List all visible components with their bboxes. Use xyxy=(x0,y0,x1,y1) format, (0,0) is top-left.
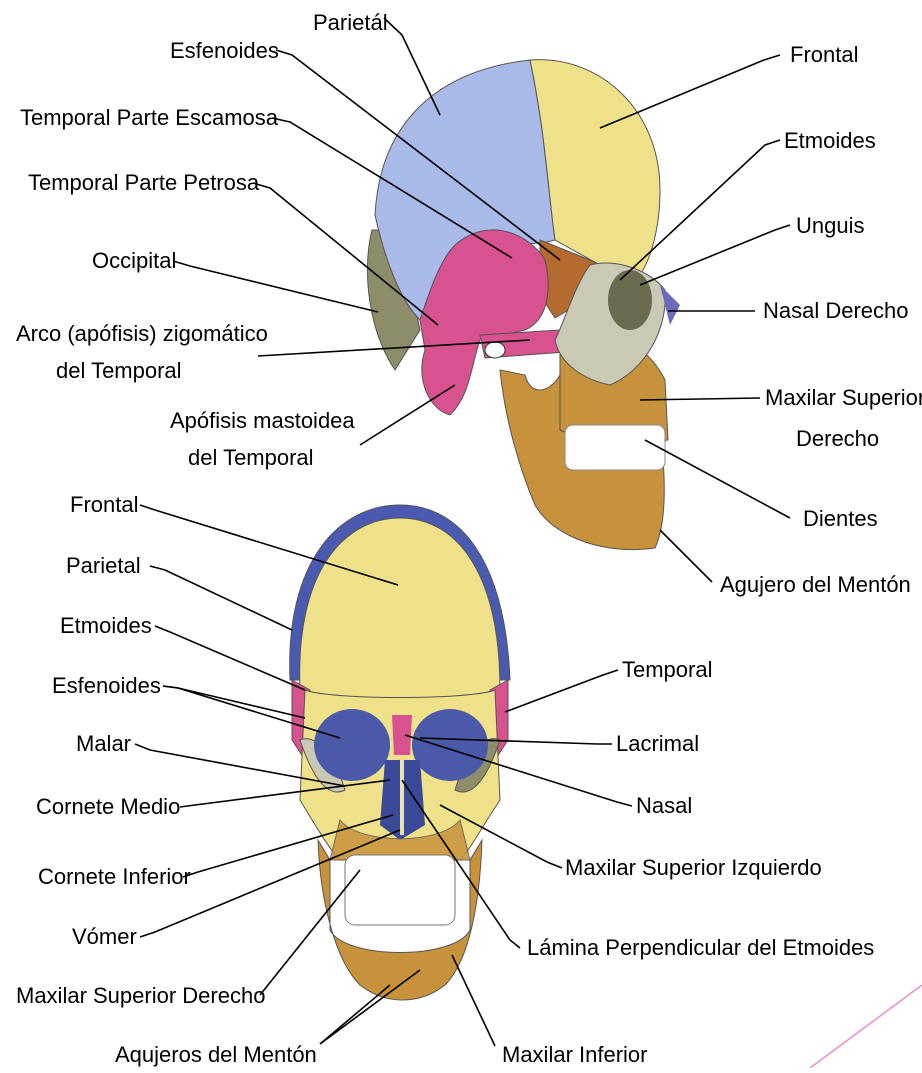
label-f-cornete-inferior: Cornete Inferior xyxy=(38,864,191,889)
label-f-lacrimal: Lacrimal xyxy=(616,731,699,756)
frontal-orbit-right xyxy=(412,709,488,781)
line-unguis xyxy=(640,225,790,285)
line-f-etmoides xyxy=(155,626,305,690)
line-agujero-menton xyxy=(660,530,712,582)
lateral-orbit xyxy=(608,270,652,330)
label-f-esfenoides: Esfenoides xyxy=(52,673,161,698)
lateral-frontal xyxy=(530,60,660,275)
label-maxilar-superior-line1: Maxilar Superior xyxy=(765,385,922,410)
label-nasal-derecho: Nasal Derecho xyxy=(763,298,909,323)
label-f-aqujeros-menton: Aqujeros del Mentón xyxy=(115,1042,317,1067)
label-temporal-petrosa: Temporal Parte Petrosa xyxy=(28,170,260,195)
line-apofisis xyxy=(360,385,455,445)
label-arco-line2: del Temporal xyxy=(56,358,182,383)
label-parietal: Parietál xyxy=(313,10,388,35)
label-f-maxilar-superior-izquierdo: Maxilar Superior Izquierdo xyxy=(565,855,822,880)
line-f-maxilar-derecho xyxy=(260,870,360,995)
label-f-parietal: Parietal xyxy=(66,553,141,578)
label-f-frontal: Frontal xyxy=(70,492,138,517)
frontal-nasal-bridge xyxy=(392,715,412,755)
line-f-maxilar-inferior xyxy=(452,955,495,1046)
decorative-pink-line xyxy=(810,985,922,1068)
lateral-ear-hole xyxy=(485,342,505,358)
label-agujero-menton: Agujero del Mentón xyxy=(720,572,911,597)
label-f-nasal: Nasal xyxy=(636,793,692,818)
line-dientes xyxy=(645,440,790,518)
line-f-temporal xyxy=(505,670,618,712)
label-f-lamina-perpendicular: Lámina Perpendicular del Etmoides xyxy=(527,935,874,960)
label-f-vomer: Vómer xyxy=(72,924,137,949)
label-f-maxilar-inferior: Maxilar Inferior xyxy=(502,1042,647,1067)
label-f-etmoides: Etmoides xyxy=(60,613,152,638)
label-etmoides: Etmoides xyxy=(784,128,876,153)
label-occipital: Occipital xyxy=(92,248,176,273)
frontal-skull xyxy=(290,505,510,1000)
line-frontal xyxy=(600,55,780,128)
label-f-cornete-medio: Cornete Medio xyxy=(36,794,180,819)
frontal-orbit-left xyxy=(314,709,390,781)
line-f-parietal xyxy=(150,566,292,630)
label-f-maxilar-superior-derecho: Maxilar Superior Derecho xyxy=(16,983,265,1008)
line-occipital xyxy=(173,261,378,312)
line-f-esfenoides-a xyxy=(163,686,305,718)
label-f-temporal: Temporal xyxy=(622,657,712,682)
label-f-malar: Malar xyxy=(76,731,131,756)
frontal-teeth xyxy=(345,855,455,925)
label-unguis: Unguis xyxy=(796,213,864,238)
label-esfenoides: Esfenoides xyxy=(170,38,279,63)
line-f-agujeros-a xyxy=(320,985,390,1044)
label-maxilar-superior-line2: Derecho xyxy=(796,426,879,451)
label-dientes: Dientes xyxy=(803,506,878,531)
label-apofisis-line2: del Temporal xyxy=(188,445,314,470)
lateral-teeth xyxy=(565,425,665,470)
label-arco-line1: Arco (apófisis) zigomático xyxy=(16,321,268,346)
label-apofisis-line1: Apófisis mastoidea xyxy=(170,408,355,433)
label-temporal-escamosa: Temporal Parte Escamosa xyxy=(20,105,279,130)
label-frontal: Frontal xyxy=(790,42,858,67)
